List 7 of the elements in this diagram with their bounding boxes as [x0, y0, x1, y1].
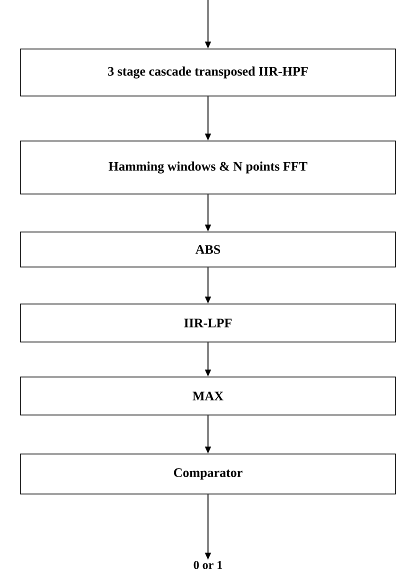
process-box: IIR-LPF: [20, 304, 396, 342]
output-label: 0 or 1: [194, 560, 222, 570]
process-box: 3 stage cascade transposed IIR-HPF: [20, 48, 396, 96]
process-box: Hamming windows & N points FFT: [20, 140, 396, 194]
process-box: MAX: [20, 376, 396, 416]
process-box: ABS: [20, 232, 396, 268]
process-box: Comparator: [20, 454, 396, 494]
